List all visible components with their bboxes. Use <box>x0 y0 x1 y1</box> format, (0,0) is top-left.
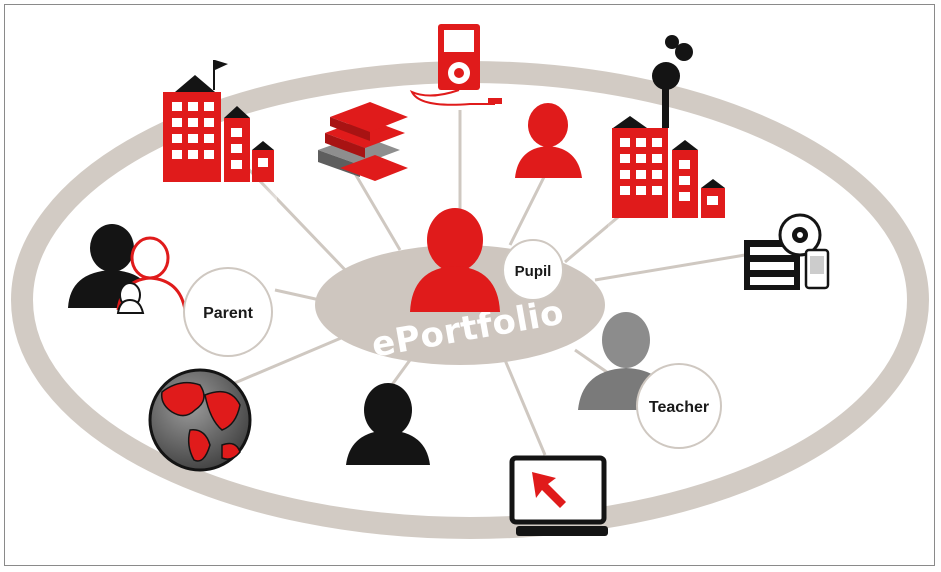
media-player-icon <box>409 24 502 106</box>
parent-badge: Parent <box>183 267 273 357</box>
teacher-badge-label: Teacher <box>649 399 709 416</box>
person-icon <box>346 383 430 465</box>
teacher-badge: Teacher <box>636 363 722 449</box>
books-icon <box>318 102 408 181</box>
globe-icon <box>148 368 252 472</box>
laptop-icon <box>509 455 608 536</box>
pupil-figure <box>410 208 500 312</box>
pupil-badge-label: Pupil <box>515 263 552 280</box>
storage-devices-icon <box>744 213 830 290</box>
pupil-badge: Pupil <box>502 239 564 301</box>
school-icon <box>160 60 277 222</box>
factory-icon <box>608 35 728 256</box>
parent-child-icon <box>68 224 187 314</box>
parent-badge-label: Parent <box>203 305 253 322</box>
person-icon <box>515 103 582 178</box>
